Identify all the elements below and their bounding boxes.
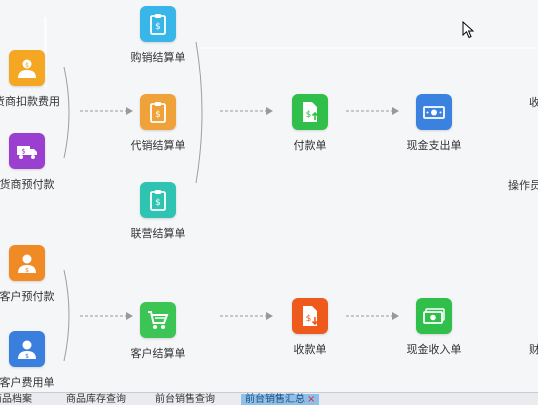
node-customer-prepayment[interactable]: $ 客户预付款 bbox=[0, 245, 72, 304]
node-label: 代销结算单 bbox=[130, 139, 186, 152]
svg-text:$: $ bbox=[306, 314, 312, 324]
node-label: 客户费用单 bbox=[0, 376, 55, 389]
user-dollar-icon: $ bbox=[9, 50, 45, 86]
cart-icon bbox=[140, 302, 176, 338]
node-label: 购销结算单 bbox=[130, 51, 186, 64]
svg-text:$: $ bbox=[21, 148, 25, 156]
cut-label-receive: 收 bbox=[529, 96, 538, 109]
cut-label-finance: 财 bbox=[529, 343, 538, 356]
node-label: 客户结算单 bbox=[130, 347, 186, 360]
tab-label: 前台销售汇总 bbox=[245, 394, 305, 405]
tab-front-sales-summary[interactable]: 前台销售汇总× bbox=[241, 394, 320, 405]
user-dollar-icon: $ bbox=[9, 331, 45, 367]
flow-arrow bbox=[220, 311, 274, 321]
tab-stock-query[interactable]: 商品库存查询 bbox=[66, 394, 126, 405]
node-cash-in[interactable]: 现金收入单 bbox=[389, 298, 479, 357]
svg-text:$: $ bbox=[25, 267, 29, 274]
node-label: 现金收入单 bbox=[406, 343, 462, 356]
bottom-tab-bar: 商品档案 商品库存查询 前台销售查询 前台销售汇总× bbox=[0, 392, 538, 405]
svg-text:$: $ bbox=[155, 110, 161, 120]
user-dollar-icon: $ bbox=[9, 245, 45, 281]
flow-arrow bbox=[346, 311, 400, 321]
node-label: 客户预付款 bbox=[0, 290, 55, 303]
svg-text:$: $ bbox=[25, 353, 29, 360]
document-dollar-down-icon: $ bbox=[292, 298, 328, 334]
mouse-cursor-icon bbox=[462, 21, 474, 39]
left-brace-bottom bbox=[63, 269, 70, 362]
node-cash-out[interactable]: 现金支出单 bbox=[389, 94, 479, 153]
flow-arrow bbox=[80, 311, 134, 321]
clipboard-dollar-icon: $ bbox=[140, 6, 176, 42]
node-label: 联营结算单 bbox=[130, 227, 186, 240]
node-customer-settlement[interactable]: 客户结算单 bbox=[113, 302, 203, 361]
decor-line bbox=[200, 47, 538, 49]
node-label: 货商预付款 bbox=[0, 178, 55, 191]
node-receipt[interactable]: $ 收款单 bbox=[265, 298, 355, 357]
node-label: 付款单 bbox=[293, 139, 327, 152]
node-payment[interactable]: $ 付款单 bbox=[265, 94, 355, 153]
svg-text:$: $ bbox=[155, 198, 161, 208]
clipboard-dollar-icon: $ bbox=[140, 94, 176, 130]
node-label: 收款单 bbox=[293, 343, 327, 356]
clipboard-dollar-icon: $ bbox=[140, 182, 176, 218]
node-supplier-prepayment[interactable]: $ 货商预付款 bbox=[0, 133, 72, 192]
truck-dollar-icon: $ bbox=[9, 133, 45, 169]
svg-text:$: $ bbox=[306, 110, 312, 120]
decor-line bbox=[44, 17, 47, 87]
node-supplier-deduction[interactable]: $ 货商扣款费用 bbox=[0, 50, 72, 109]
node-consignment-settlement[interactable]: $ 代销结算单 bbox=[113, 94, 203, 153]
tab-product-archive[interactable]: 商品档案 bbox=[0, 394, 32, 405]
node-label: 现金支出单 bbox=[406, 139, 462, 152]
flow-arrow bbox=[220, 106, 274, 116]
node-purchase-settlement[interactable]: $ 购销结算单 bbox=[113, 6, 203, 65]
flow-canvas: $ 货商扣款费用 $ 货商预付款 $ 客户预付款 $ 客户费用单 $ 购销结算单… bbox=[0, 6, 538, 390]
cash-in-icon bbox=[416, 298, 452, 334]
left-brace-top bbox=[63, 66, 70, 159]
flow-arrow bbox=[80, 106, 134, 116]
flow-arrow bbox=[346, 106, 400, 116]
settlement-brace bbox=[195, 41, 203, 184]
node-joint-settlement[interactable]: $ 联营结算单 bbox=[113, 182, 203, 241]
node-label: 货商扣款费用 bbox=[0, 95, 60, 108]
node-customer-expense[interactable]: $ 客户费用单 bbox=[0, 331, 72, 390]
svg-text:$: $ bbox=[25, 62, 29, 69]
cut-label-operator: 操作员 bbox=[508, 179, 538, 192]
tab-front-sales-query[interactable]: 前台销售查询 bbox=[155, 394, 215, 405]
document-dollar-up-icon: $ bbox=[292, 94, 328, 130]
close-icon[interactable]: × bbox=[307, 394, 316, 405]
svg-text:$: $ bbox=[155, 22, 161, 32]
cash-out-icon bbox=[416, 94, 452, 130]
